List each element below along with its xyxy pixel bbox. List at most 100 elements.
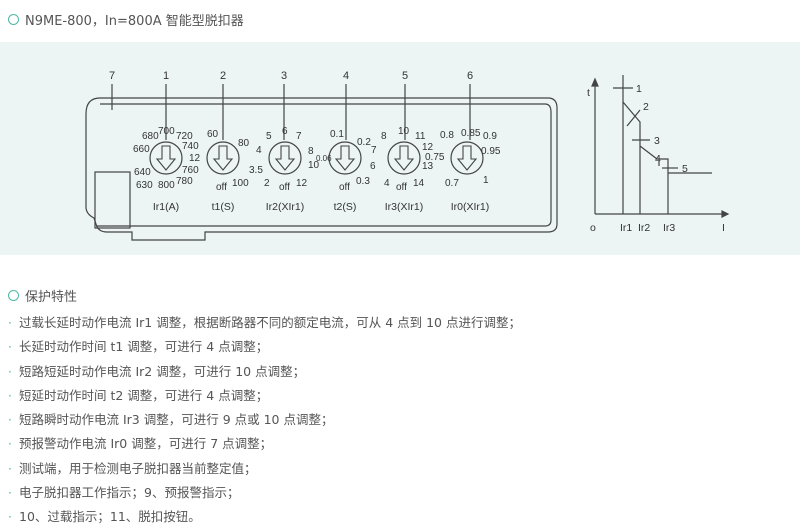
svg-text:100: 100 [232, 178, 249, 189]
svg-text:760: 760 [182, 165, 199, 176]
svg-text:4: 4 [256, 145, 262, 156]
list-item: ·过载长延时动作电流 Ir1 调整，根据断路器不同的额定电流，可从 4 点到 1… [0, 311, 521, 335]
callout-3: 3 [281, 70, 287, 82]
svg-text:6: 6 [370, 161, 376, 172]
callout-1: 1 [163, 70, 169, 82]
svg-text:800: 800 [158, 180, 175, 191]
svg-text:1: 1 [483, 175, 489, 186]
list-item: ·预报警动作电流 Ir0 调整，可进行 7 点调整； [0, 432, 521, 456]
knob-label-ir2: Ir2(XIr1) [266, 201, 305, 213]
svg-text:660: 660 [133, 144, 150, 155]
knob-label-t1: t1(S) [212, 201, 235, 213]
svg-text:680: 680 [142, 131, 159, 142]
curve-marker-2: 2 [643, 101, 649, 113]
trip-curve [591, 75, 730, 218]
knob-ir1[interactable]: 630 640 660 680 700 720 740 12 760 780 8… [133, 126, 201, 213]
circle-outline-icon [8, 290, 19, 301]
svg-text:13: 13 [422, 161, 434, 172]
trip-unit-diagram: 7 1 2 3 4 5 6 630 640 660 680 700 720 74… [85, 70, 730, 241]
trip-unit-diagram-panel: 7 1 2 3 4 5 6 630 640 660 680 700 720 74… [0, 42, 800, 255]
knob-t1[interactable]: 60 80 100 off t1(S) [206, 129, 250, 213]
bullet-icon: · [8, 340, 12, 355]
list-item: ·长延时动作时间 t1 调整，可进行 4 点调整； [0, 335, 521, 359]
svg-text:10: 10 [308, 160, 320, 171]
knob-t2[interactable]: 0.1 0.2 0.3 off 0.06 t2(S) [316, 129, 371, 213]
tick-ir1: Ir1 [620, 222, 632, 234]
svg-text:640: 640 [134, 167, 151, 178]
svg-text:8: 8 [381, 131, 387, 142]
svg-text:14: 14 [413, 178, 425, 189]
svg-text:8: 8 [308, 146, 314, 157]
svg-text:0.75: 0.75 [425, 152, 445, 163]
svg-text:off: off [216, 182, 227, 193]
curve-marker-5: 5 [682, 163, 688, 175]
circle-outline-icon [8, 14, 19, 25]
svg-text:12: 12 [189, 153, 201, 164]
svg-text:0.95: 0.95 [481, 146, 501, 157]
bullet-icon: · [8, 461, 12, 476]
svg-text:11: 11 [415, 131, 426, 142]
list-item: ·10、过载指示；11、脱扣按钮。 [0, 505, 521, 529]
knob-ir0[interactable]: 0.7 0.75 0.8 0.85 0.9 0.95 1 Ir0(XIr1) [425, 128, 501, 213]
svg-text:5: 5 [266, 131, 272, 142]
svg-text:3.5: 3.5 [249, 165, 263, 176]
svg-text:off: off [339, 182, 350, 193]
svg-text:6: 6 [282, 126, 288, 137]
y-axis-arrow-icon [591, 77, 599, 87]
knob-ir3[interactable]: 4 6 7 8 10 11 12 13 14 off Ir3(XIr1) [370, 126, 434, 213]
svg-text:780: 780 [176, 176, 193, 187]
arrow-down-icon [456, 145, 478, 171]
product-title-text: N9ME-800，In=800A 智能型脱扣器 [25, 14, 244, 29]
arrow-down-icon [155, 145, 177, 171]
knob-ir2[interactable]: 2 3.5 4 5 6 7 8 10 12 off Ir2(XIr1) [249, 126, 320, 213]
svg-text:0.85: 0.85 [461, 128, 481, 139]
protection-title-text: 保护特性 [25, 290, 78, 305]
svg-text:12: 12 [422, 142, 434, 153]
knob-label-ir1: Ir1(A) [153, 201, 179, 213]
product-title: N9ME-800，In=800A 智能型脱扣器 [8, 10, 244, 29]
svg-text:0.7: 0.7 [445, 178, 459, 189]
svg-text:0.3: 0.3 [356, 176, 370, 187]
tick-ir3: Ir3 [663, 222, 675, 234]
svg-text:630: 630 [136, 180, 153, 191]
bullet-icon: · [8, 437, 12, 452]
arrow-down-icon [334, 145, 356, 171]
svg-text:740: 740 [182, 141, 199, 152]
bullet-icon: · [8, 364, 12, 379]
curve-marker-3: 3 [654, 135, 660, 147]
list-item: ·短路短延时动作电流 Ir2 调整，可进行 10 点调整； [0, 360, 521, 384]
svg-text:700: 700 [158, 126, 175, 137]
list-item: ·测试端，用于检测电子脱扣器当前整定值； [0, 457, 521, 481]
tick-ir2: Ir2 [638, 222, 650, 234]
arrow-down-icon [274, 145, 296, 171]
protection-feature-list: ·过载长延时动作电流 Ir1 调整，根据断路器不同的额定电流，可从 4 点到 1… [0, 311, 521, 530]
axis-label-i: I [722, 222, 725, 234]
svg-text:off: off [396, 182, 407, 193]
svg-text:0.9: 0.9 [483, 131, 497, 142]
x-axis-arrow-icon [721, 210, 730, 218]
list-item: ·电子脱扣器工作指示；9、预报警指示； [0, 481, 521, 505]
bullet-icon: · [8, 388, 12, 403]
svg-text:60: 60 [207, 129, 219, 140]
knob-label-t2: t2(S) [334, 201, 357, 213]
svg-text:12: 12 [296, 178, 308, 189]
svg-text:0.2: 0.2 [357, 137, 371, 148]
svg-text:7: 7 [296, 131, 302, 142]
axis-label-t: t [587, 87, 590, 99]
svg-text:0.1: 0.1 [330, 129, 344, 140]
svg-text:10: 10 [398, 126, 410, 137]
callout-4: 4 [343, 70, 349, 82]
callout-7: 7 [109, 70, 115, 82]
svg-text:80: 80 [238, 138, 250, 149]
housing-inner [96, 103, 552, 227]
list-item: ·短路瞬时动作电流 Ir3 调整，可进行 9 点或 10 点调整； [0, 408, 521, 432]
svg-text:0.06: 0.06 [316, 154, 332, 163]
svg-text:720: 720 [176, 131, 193, 142]
callout-6: 6 [467, 70, 473, 82]
knob-label-ir0: Ir0(XIr1) [451, 201, 490, 213]
bullet-icon: · [8, 316, 12, 330]
protection-section-title: 保护特性 [8, 286, 77, 305]
callout-5: 5 [402, 70, 408, 82]
arrow-down-icon [212, 145, 234, 171]
knob-label-ir3: Ir3(XIr1) [385, 201, 424, 213]
